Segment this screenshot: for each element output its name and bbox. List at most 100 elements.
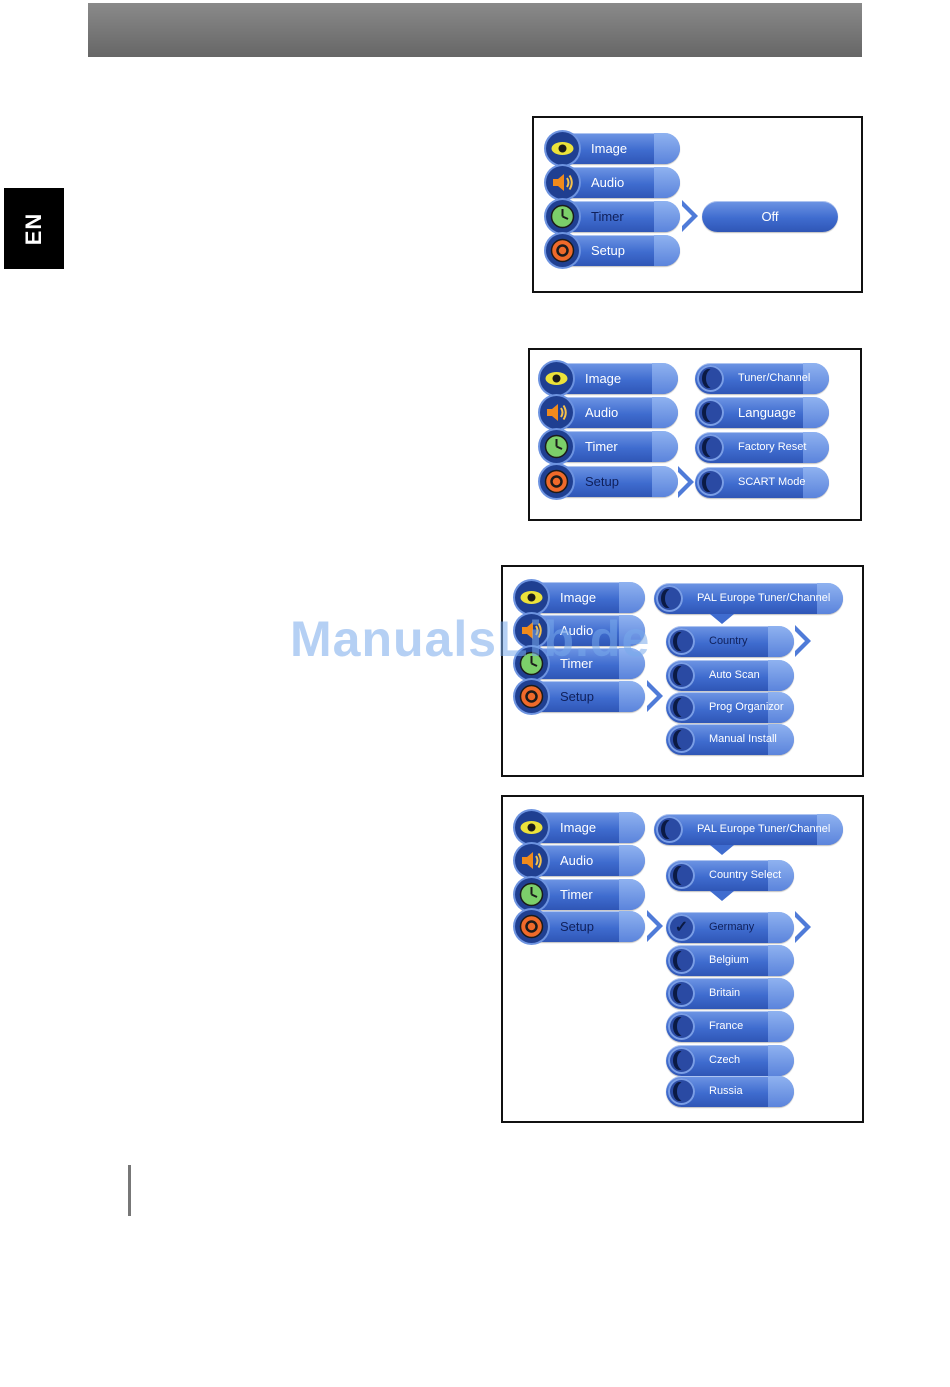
menu-screenshot-setup: Image Audio Timer Setup Tuner/Channel La… xyxy=(528,348,862,521)
menu-item-label: Setup xyxy=(591,243,625,258)
arrow-down-icon xyxy=(710,614,734,624)
menu-item-timer[interactable]: Timer xyxy=(546,200,680,233)
moon-icon xyxy=(668,1078,695,1105)
menu-item-setup[interactable]: Setup xyxy=(540,465,678,498)
eye-icon xyxy=(546,132,579,165)
language-tab: EN xyxy=(4,188,64,269)
menu-item-label: Image xyxy=(560,590,597,605)
menu-item-setup[interactable]: Setup xyxy=(515,680,645,713)
country-item-label: Germany xyxy=(709,921,755,933)
moon-icon xyxy=(668,980,695,1007)
setup-item-label: Factory Reset xyxy=(738,441,807,453)
setup-icon xyxy=(515,910,548,943)
tuner-item-label: Manual Install xyxy=(709,733,777,745)
setup-icon xyxy=(546,234,579,267)
tuner-item-label: Prog Organizor xyxy=(709,701,784,713)
tuner-item-label: Country xyxy=(709,635,748,647)
moon-icon xyxy=(697,365,724,392)
moon-icon xyxy=(656,585,683,612)
menu-item-image[interactable]: Image xyxy=(546,132,680,165)
menu-screenshot-timer: Image Audio Timer Setup Off xyxy=(532,116,863,293)
speaker-icon xyxy=(515,614,548,647)
moon-icon xyxy=(668,662,695,689)
setup-item-factory-reset[interactable]: Factory Reset xyxy=(695,432,829,463)
menu-item-audio[interactable]: Audio xyxy=(540,396,678,429)
tuner-header: PAL Europe Tuner/Channel xyxy=(654,814,843,845)
eye-icon xyxy=(515,581,548,614)
tuner-header: PAL Europe Tuner/Channel xyxy=(654,583,843,614)
menu-item-label: Image xyxy=(591,141,628,156)
country-item-france[interactable]: France xyxy=(666,1011,794,1042)
menu-item-image[interactable]: Image xyxy=(515,581,645,614)
chevron-right-icon xyxy=(795,625,811,657)
menu-item-image[interactable]: Image xyxy=(515,811,645,844)
menu-item-label: Setup xyxy=(560,689,594,704)
setup-item-label: Language xyxy=(738,405,796,420)
setup-item-language[interactable]: Language xyxy=(695,397,829,428)
setup-item-label: SCART Mode xyxy=(738,476,806,488)
country-item-label: France xyxy=(709,1020,744,1032)
country-item-czech[interactable]: Czech xyxy=(666,1045,794,1076)
clock-icon xyxy=(546,200,579,233)
clock-icon xyxy=(515,878,548,911)
moon-icon xyxy=(668,1047,695,1074)
country-item-label: Belgium xyxy=(709,954,749,966)
moon-icon xyxy=(668,1013,695,1040)
speaker-icon xyxy=(546,166,579,199)
moon-icon xyxy=(697,434,724,461)
menu-item-audio[interactable]: Audio xyxy=(546,166,680,199)
timer-value-box[interactable]: Off xyxy=(702,201,838,232)
menu-item-label: Setup xyxy=(585,474,619,489)
moon-icon xyxy=(697,469,724,496)
chevron-right-icon xyxy=(795,911,811,943)
arrow-down-icon xyxy=(710,891,734,901)
country-item-belgium[interactable]: Belgium xyxy=(666,945,794,976)
clock-icon xyxy=(515,647,548,680)
menu-item-setup[interactable]: Setup xyxy=(546,234,680,267)
menu-item-image[interactable]: Image xyxy=(540,362,678,395)
menu-item-label: Image xyxy=(560,820,597,835)
chevron-right-icon xyxy=(647,680,663,712)
tuner-header-label: PAL Europe Tuner/Channel xyxy=(697,823,831,835)
menu-item-label: Audio xyxy=(585,405,619,420)
menu-item-label: Timer xyxy=(591,209,624,224)
menu-item-label: Timer xyxy=(585,439,618,454)
clock-icon xyxy=(540,430,573,463)
chevron-right-icon xyxy=(678,466,694,498)
tuner-header-label: PAL Europe Tuner/Channel xyxy=(697,592,831,604)
country-item-label: Czech xyxy=(709,1054,741,1066)
tuner-item-manual-install[interactable]: Manual Install xyxy=(666,724,794,755)
menu-item-audio[interactable]: Audio xyxy=(515,614,645,647)
eye-icon xyxy=(515,811,548,844)
setup-item-label: Tuner/Channel xyxy=(738,372,811,384)
tuner-item-country[interactable]: Country xyxy=(666,626,794,657)
arrow-down-icon xyxy=(710,845,734,855)
setup-item-scart-mode[interactable]: SCART Mode xyxy=(695,467,829,498)
setup-item-tuner-channel[interactable]: Tuner/Channel xyxy=(695,363,829,394)
setup-icon xyxy=(515,680,548,713)
country-item-russia[interactable]: Russia xyxy=(666,1076,794,1107)
moon-icon xyxy=(668,862,695,889)
menu-item-label: Audio xyxy=(591,175,625,190)
chevron-right-icon xyxy=(682,200,698,232)
menu-item-timer[interactable]: Timer xyxy=(515,647,645,680)
eye-icon xyxy=(540,362,573,395)
tuner-item-auto-scan[interactable]: Auto Scan xyxy=(666,660,794,691)
tuner-item-prog-organizor[interactable]: Prog Organizor xyxy=(666,692,794,723)
country-item-britain[interactable]: Britain xyxy=(666,978,794,1009)
moon-icon xyxy=(668,628,695,655)
menu-item-label: Timer xyxy=(560,656,593,671)
note-bar xyxy=(128,1165,131,1216)
country-item-label: Britain xyxy=(709,987,741,999)
chevron-right-icon xyxy=(647,910,663,942)
moon-icon xyxy=(668,947,695,974)
setup-icon xyxy=(540,465,573,498)
tuner-item-label: Auto Scan xyxy=(709,669,760,681)
menu-item-setup[interactable]: Setup xyxy=(515,910,645,943)
menu-item-timer[interactable]: Timer xyxy=(515,878,645,911)
header-bar xyxy=(88,3,862,57)
country-item-germany[interactable]: ✓ Germany xyxy=(666,912,794,943)
menu-item-audio[interactable]: Audio xyxy=(515,844,645,877)
timer-value: Off xyxy=(761,209,779,224)
menu-item-timer[interactable]: Timer xyxy=(540,430,678,463)
